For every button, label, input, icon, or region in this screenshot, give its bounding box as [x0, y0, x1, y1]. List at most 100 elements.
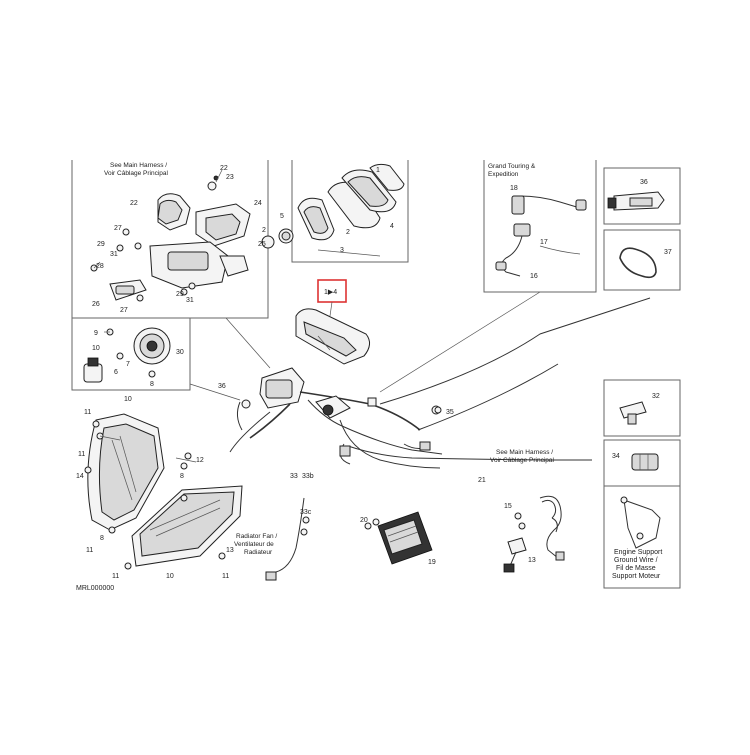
label-27: 27 — [114, 225, 122, 232]
radiator-fan-line3: Radiateur — [244, 549, 273, 556]
label-14: 14 — [76, 473, 84, 480]
label-21: 21 — [478, 477, 486, 484]
label-17: 17 — [540, 239, 548, 246]
grease-tube-36 — [607, 191, 665, 211]
fuse-32 — [619, 401, 647, 425]
voltage-regulator — [364, 511, 433, 565]
label-2b: 2 — [346, 229, 350, 236]
label-37: 37 — [664, 249, 672, 256]
bulb-assembly — [83, 327, 171, 383]
label-8c: 8 — [100, 535, 104, 542]
engine-support-line3: Fil de Masse — [616, 565, 656, 572]
label-10c: 10 — [166, 573, 174, 580]
label-5: 5 — [280, 213, 284, 220]
label-31b: 31 — [186, 297, 194, 304]
label-36: 36 — [640, 179, 648, 186]
label-31a: 31 — [110, 251, 118, 258]
label-13: 13 — [226, 547, 234, 554]
headlight-hardware — [84, 420, 226, 570]
grand-touring-harness — [495, 195, 587, 277]
leader-bracket-to-harness — [225, 317, 271, 369]
label-33: 33 — [290, 473, 298, 480]
label-11d: 11 — [112, 573, 119, 580]
subdiagram-box-ring-37 — [603, 229, 681, 291]
subdiagram-box-connector-34 — [603, 439, 681, 487]
label-24: 24 — [254, 200, 262, 207]
connector-34 — [631, 453, 659, 471]
label-11b: 11 — [78, 451, 85, 458]
leader-highlight-to-gauge — [329, 301, 333, 317]
subdiagram-box-ground-wire — [603, 486, 681, 589]
callout-see-main-harness-top: See Main Harness / Voir Câblage Principa… — [104, 162, 169, 177]
subdiagram-box-fuse-32 — [603, 379, 681, 437]
label-25: 25 — [258, 241, 266, 248]
engine-support-line4: Support Moteur — [612, 573, 661, 580]
label-8: 8 — [150, 381, 154, 388]
callout-engine-support: Engine Support Ground Wire / Fil de Mass… — [612, 549, 662, 580]
label-9: 9 — [94, 330, 98, 337]
subdiagram-box-tube-36 — [603, 167, 681, 225]
grand-touring-line2: Expedition — [488, 171, 519, 178]
gauge-cluster-exploded — [278, 163, 405, 257]
subdiagram-box-headlight-brackets — [71, 160, 269, 319]
see-main-harness-line2: Voir Câblage Principal — [104, 170, 169, 177]
label-8d: 8 — [180, 473, 184, 480]
callout-see-main-harness-bottom: See Main Harness / Voir Câblage Principa… — [490, 449, 555, 464]
ground-wire — [620, 496, 661, 549]
label-33b: 33b — [302, 473, 314, 480]
label-18: 18 — [510, 185, 518, 192]
label-22b: 22 — [130, 200, 138, 207]
radiator-fan-connector — [265, 497, 310, 581]
label-1: 1 — [376, 167, 380, 174]
label-35: 35 — [446, 409, 454, 416]
label-11a: 11 — [84, 409, 91, 416]
label-6: 6 — [114, 369, 118, 376]
coil-cable-15 — [503, 495, 565, 573]
fuse-holder-35 — [434, 406, 442, 414]
callout-grand-touring: Grand Touring & Expedition — [488, 163, 536, 178]
gauge-cluster-main — [295, 308, 370, 365]
label-32: 32 — [652, 393, 660, 400]
engine-support-line1: Engine Support — [614, 549, 662, 556]
grand-touring-line1: Grand Touring & — [488, 163, 536, 170]
label-15: 15 — [504, 503, 512, 510]
drawing-code: MRL000000 — [76, 585, 114, 592]
label-33c: 33c — [300, 509, 312, 516]
highlight-ref: 1▶4 — [324, 289, 337, 296]
label-7: 7 — [126, 361, 130, 368]
label-36b: 36 — [218, 383, 226, 390]
label-11c: 11 — [86, 547, 93, 554]
label-28: 28 — [96, 263, 104, 270]
label-22a: 22 — [220, 165, 228, 172]
label-29a: 29 — [97, 241, 105, 248]
headlight-left — [87, 413, 165, 531]
headlight-right — [131, 485, 243, 567]
radiator-fan-line2: Ventilateur de — [234, 541, 274, 548]
label-27b: 27 — [120, 307, 128, 314]
label-3: 3 — [340, 247, 344, 254]
label-13b: 13 — [528, 557, 536, 564]
radiator-fan-line1: Radiator Fan / — [236, 533, 277, 540]
label-23: 23 — [226, 174, 234, 181]
label-34: 34 — [612, 453, 620, 460]
label-16: 16 — [530, 273, 538, 280]
see-main-harness-line1: See Main Harness / — [110, 162, 167, 169]
label-10: 10 — [92, 345, 100, 352]
main-wiring-harness — [229, 297, 651, 469]
subdiagram-box-grand-touring — [483, 160, 597, 293]
label-10b: 10 — [124, 396, 132, 403]
label-29b: 29 — [176, 291, 184, 298]
label-30: 30 — [176, 349, 184, 356]
label-26: 26 — [92, 301, 100, 308]
leader-touring-to-harness — [379, 291, 541, 393]
label-2a: 2 — [262, 227, 266, 234]
leader-bulb-to-harness — [189, 383, 241, 401]
label-11e: 11 — [222, 573, 229, 580]
headlight-bracket-assembly — [90, 169, 275, 302]
subdiagram-box-bulb — [71, 318, 191, 391]
callout-radiator-fan: Radiator Fan / Ventilateur de Radiateur — [234, 533, 277, 556]
label-19: 19 — [428, 559, 436, 566]
label-20: 20 — [360, 517, 368, 524]
engine-support-line2: Ground Wire / — [614, 557, 658, 564]
